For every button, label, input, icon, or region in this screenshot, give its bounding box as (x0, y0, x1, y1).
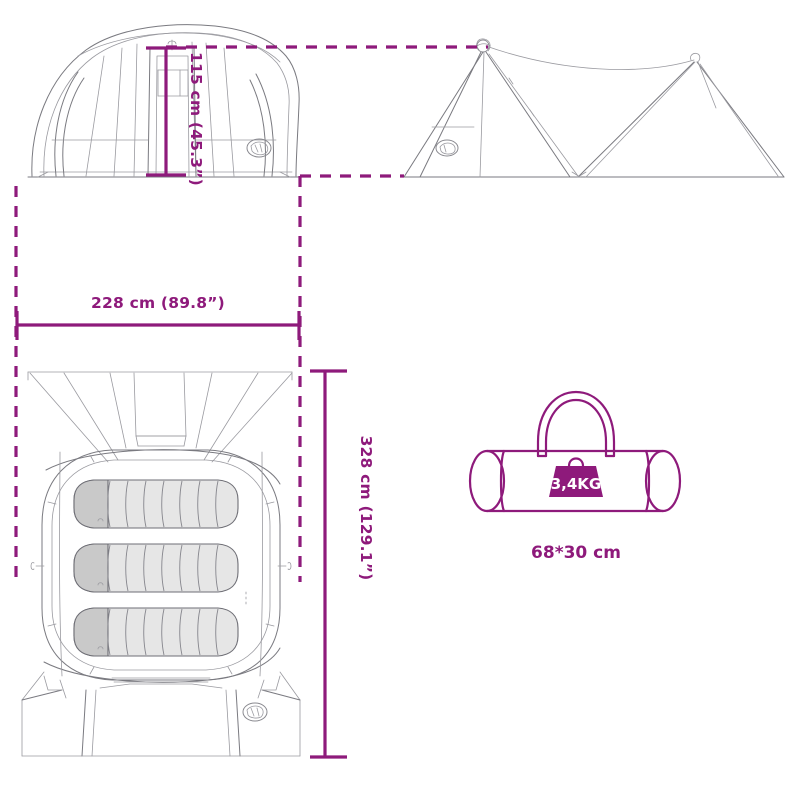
dim-depth-label: 328 cm (129.1”) (357, 436, 375, 581)
top-view-logo-badge (242, 702, 268, 722)
carry-bag-view: 3,4KG 68*30 cm (468, 390, 682, 563)
dim-height (146, 46, 186, 177)
brand-logo-badge (246, 138, 272, 158)
sleeping-bag-1 (73, 479, 239, 529)
weight-label: 3,4KG (551, 475, 602, 493)
dim-height-label: 115 cm (45.3”) (187, 52, 205, 186)
dim-width (15, 311, 301, 340)
sleeping-bag-2 (73, 543, 239, 593)
tent-side-view (403, 38, 785, 178)
dim-width-label: 228 cm (89.8”) (91, 294, 225, 312)
dim-depth (310, 369, 347, 759)
bag-size-label: 68*30 cm (531, 543, 621, 563)
tent-top-view (21, 371, 301, 757)
sleeping-bag-3 (73, 607, 239, 657)
side-view-logo-badge (435, 139, 459, 157)
weight-badge (549, 457, 603, 497)
